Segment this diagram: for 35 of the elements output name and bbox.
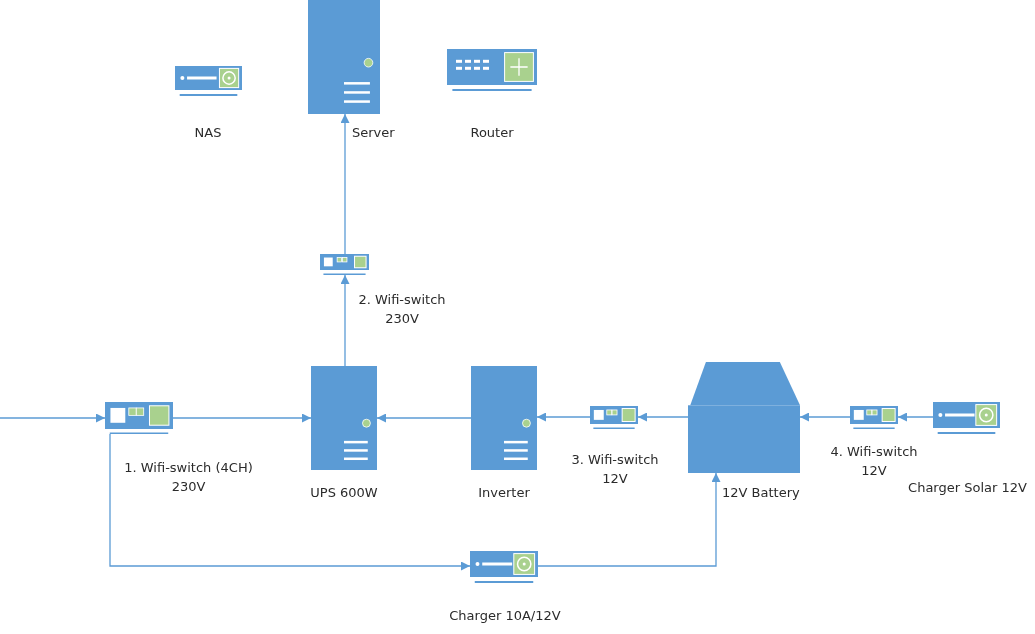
device-icon [933, 402, 1000, 434]
device-label: 2. Wifi-switch 230V [357, 291, 447, 328]
device-label: NAS [193, 124, 223, 142]
arrow [637, 412, 689, 422]
device-label: Server [352, 124, 396, 142]
arrow [897, 412, 934, 422]
device-label: 3. Wifi-switch 12V [570, 451, 660, 488]
server-icon [308, 0, 380, 114]
device-label: 12V Battery [722, 484, 801, 502]
switch-icon [320, 254, 369, 275]
arrow [109, 433, 471, 571]
switch-icon [850, 406, 898, 429]
device-label: 4. Wifi-switch 12V [829, 443, 919, 480]
arrow [537, 472, 721, 567]
device-icon [470, 551, 538, 583]
arrow [340, 274, 350, 367]
arrow [799, 412, 851, 422]
device-label: Router [469, 124, 515, 142]
switch-icon [590, 406, 638, 429]
device-label: Charger 10A/12V [448, 607, 562, 625]
device-label: 1. Wifi-switch (4CH) 230V [123, 459, 254, 496]
router-icon [447, 49, 537, 91]
arrow [0, 413, 106, 423]
arrow [376, 413, 472, 423]
device-icon [175, 66, 242, 96]
server-icon [311, 366, 377, 470]
arrow [340, 113, 350, 255]
device-label: Charger Solar 12V [907, 479, 1028, 497]
device-label: Inverter [477, 484, 531, 502]
arrow [172, 413, 312, 423]
switch-icon [105, 402, 173, 434]
server-icon [471, 366, 537, 470]
device-label: UPS 600W [309, 484, 379, 502]
arrow [536, 412, 591, 422]
battery-icon [688, 362, 800, 473]
